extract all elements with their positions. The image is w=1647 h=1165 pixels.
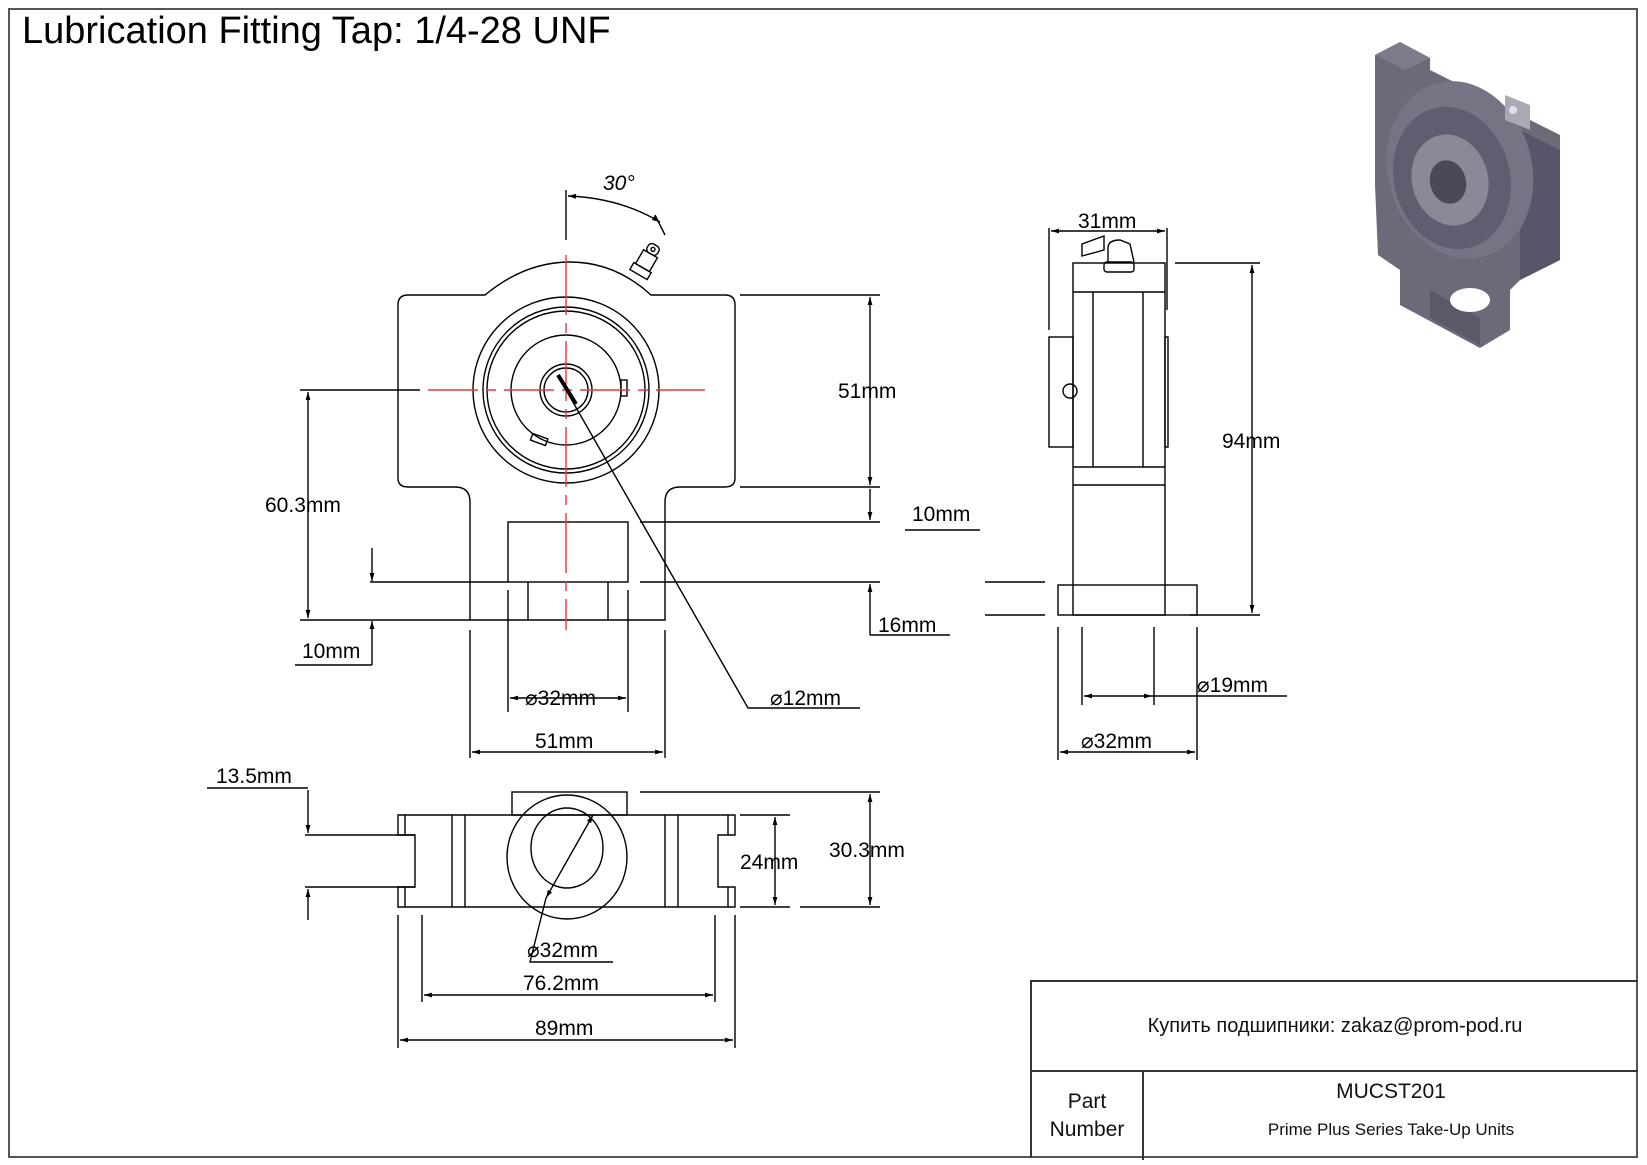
bottom-bore-outer — [506, 794, 628, 920]
contact-cell: Купить подшипники: zakaz@prom-pod.ru — [1030, 980, 1638, 1070]
dim-height: 94mm — [1222, 430, 1280, 453]
dim-inner-height: 24mm — [740, 851, 798, 874]
dim-outer-height: 30.3mm — [829, 839, 905, 862]
dim-base-thickness: 10mm — [302, 640, 360, 663]
side-view-labels: 31mm 94mm ⌀19mm ⌀32mm — [1078, 210, 1280, 753]
dim-slot-offset: 16mm — [878, 614, 936, 637]
dim-slot-width: 13.5mm — [216, 765, 292, 788]
part-label-line2: Number — [1049, 1118, 1125, 1141]
dim-bore-dia-lower: ⌀32mm — [525, 687, 596, 710]
part-number-label: Part Number — [1032, 1072, 1144, 1160]
isometric-model — [1375, 42, 1560, 348]
drawing-title: Lubrication Fitting Tap: 1/4-28 UNF — [22, 10, 611, 52]
part-description: Prime Plus Series Take-Up Units — [1267, 1120, 1515, 1139]
dim-overall-length: 89mm — [535, 1017, 593, 1040]
contact-text: Купить подшипники: zakaz@prom-pod.ru — [1147, 1014, 1523, 1037]
drawing-sheet-border — [8, 8, 1638, 1158]
bottom-view-labels: 13.5mm 24mm 30.3mm ⌀32mm 76.2mm 89mm — [216, 765, 905, 1040]
dim-base-to-center: 60.3mm — [265, 494, 341, 517]
dim-shaft-dia: ⌀12mm — [770, 687, 841, 710]
dim-dia-inner: ⌀19mm — [1197, 674, 1268, 697]
side-grease-fitting — [1081, 235, 1135, 273]
grease-fitting — [628, 242, 660, 281]
bottom-view — [207, 787, 880, 1048]
dim-height-center: 51mm — [838, 380, 896, 403]
angle-label: 30° — [603, 172, 635, 195]
housing-outline — [397, 261, 736, 621]
title-block: Купить подшипники: zakaz@prom-pod.ru Par… — [1030, 980, 1638, 1160]
front-view-labels: 30° 51mm 60.3mm 10mm 10mm 16mm ⌀32mm ⌀12… — [265, 172, 970, 753]
dim-bore-dia: ⌀32mm — [527, 939, 598, 962]
dim-base-width: 51mm — [535, 730, 593, 753]
side-view — [985, 228, 1287, 760]
part-label-line1: Part — [1067, 1090, 1107, 1113]
part-number-row: Part Number MUCST201 Prime Plus Series T… — [1030, 1070, 1638, 1160]
dim-width: 31mm — [1078, 210, 1136, 233]
bottom-bore-inner — [530, 807, 604, 889]
dim-dia-outer: ⌀32mm — [1081, 730, 1152, 753]
part-number-value: MUCST201 — [1336, 1080, 1446, 1103]
dim-slot-height-right: 10mm — [912, 503, 970, 526]
front-view — [295, 190, 980, 758]
dim-inner-length: 76.2mm — [523, 972, 599, 995]
